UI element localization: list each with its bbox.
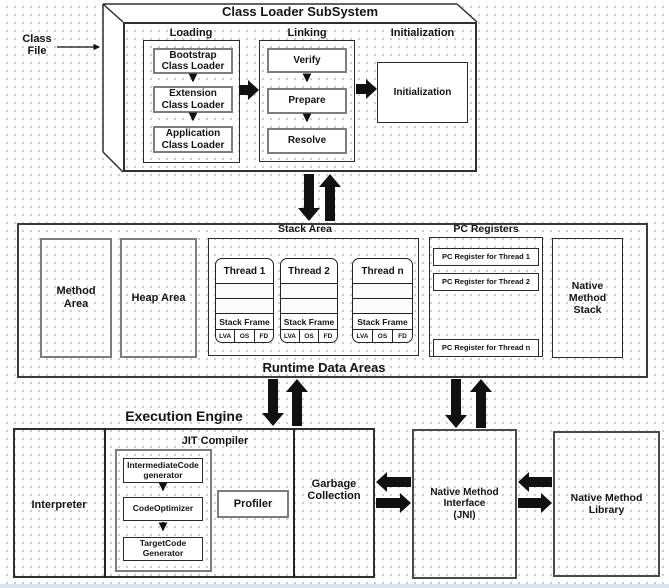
linking-label: Linking xyxy=(287,27,327,39)
thread-2-fd-cell: FD xyxy=(323,332,333,340)
jni-to-gc-left-arrow-icon xyxy=(376,472,411,492)
thread-2-title: Thread 2 xyxy=(288,265,330,277)
execution-to-runtime-up-arrow-icon xyxy=(286,379,308,426)
jit-gc-divider xyxy=(293,428,295,578)
jni-line-3: (JNI) xyxy=(453,509,476,521)
initialization-label: Initialization xyxy=(390,27,455,39)
thread-n-box: Thread n Stack Frame LVA OS FD xyxy=(352,258,413,343)
thread-2-lva-cell: LVA xyxy=(281,330,300,342)
thread-1-os-cell: OS xyxy=(235,330,255,342)
jni-line-2: Interface xyxy=(443,498,486,510)
bottom-window-edge xyxy=(0,584,669,588)
runtime-data-areas-title: Runtime Data Areas xyxy=(262,360,386,375)
thread-1-fd-cell: FD xyxy=(259,332,269,340)
garbage-collection-label: Garbage Collection xyxy=(307,478,361,503)
jni-to-nml-right-arrow-icon xyxy=(518,493,552,513)
stack-area-box xyxy=(208,238,419,356)
execution-engine-box xyxy=(13,428,375,578)
pc-register-thread-2-box: PC Register for Thread 2 xyxy=(433,273,539,291)
thread-n-slot xyxy=(353,283,412,298)
verify-box: Verify xyxy=(267,48,347,73)
thread-2-box: Thread 2 Stack Frame LVA OS FD xyxy=(280,258,338,343)
bootstrap-class-loader-box: Bootstrap Class Loader xyxy=(153,48,233,74)
thread-1-title: Thread 1 xyxy=(223,265,266,277)
pc-registers-label: PC Registers xyxy=(453,223,519,235)
profiler-box: Profiler xyxy=(217,490,289,518)
thread-1-slot xyxy=(216,298,273,313)
thread-1-stack-frame: Stack Frame xyxy=(216,313,273,329)
classloader-to-runtime-down-arrow-icon xyxy=(298,174,320,221)
resolve-box: Resolve xyxy=(267,128,347,154)
thread-1-lva-cell: LVA xyxy=(216,330,236,342)
pc-register-thread-n-box: PC Register for Thread n xyxy=(433,339,539,357)
gc-to-jni-right-arrow-icon xyxy=(376,493,411,513)
native-method-library-box: Native Method Library xyxy=(553,431,660,577)
runtime-to-classloader-up-arrow-icon xyxy=(319,174,341,221)
intermediate-code-generator-box: IntermediateCode generator xyxy=(123,458,203,483)
jit-compiler-group-box xyxy=(115,449,212,572)
thread-2-os-cell: OS xyxy=(300,330,319,342)
pc-register-thread-1-box: PC Register for Thread 1 xyxy=(433,248,539,266)
code-optimizer-box: CodeOptimizer xyxy=(123,497,203,521)
target-code-generator-box: TargetCode Generator xyxy=(123,537,203,561)
stack-area-label: Stack Area xyxy=(278,223,332,235)
extension-class-loader-box: Extension Class Loader xyxy=(153,86,233,113)
native-method-interface-box: Native Method Interface (JNI) xyxy=(412,429,517,579)
method-area-box: Method Area xyxy=(40,238,112,358)
heap-area-box: Heap Area xyxy=(120,238,197,358)
execution-engine-title: Execution Engine xyxy=(125,408,243,424)
thread-n-lva-cell: LVA xyxy=(353,330,373,342)
thread-1-box: Thread 1 Stack Frame LVA OS FD xyxy=(215,258,274,343)
jni-to-runtime-up-arrow-icon xyxy=(470,379,492,428)
class-file-label: Class File xyxy=(22,33,52,58)
application-class-loader-box: Application Class Loader xyxy=(153,126,233,153)
jit-compiler-label: JIT Compiler xyxy=(181,435,249,447)
runtime-data-areas-box xyxy=(17,223,648,378)
interpreter-jit-divider xyxy=(104,428,106,578)
native-method-stack-box: Native Method Stack xyxy=(552,238,623,358)
thread-n-title: Thread n xyxy=(361,265,404,277)
runtime-to-jni-down-arrow-icon xyxy=(445,379,467,428)
thread-n-fd-cell: FD xyxy=(398,332,407,340)
loading-label: Loading xyxy=(169,27,213,39)
jni-line-1: Native Method xyxy=(430,486,499,498)
thread-n-os-cell: OS xyxy=(373,330,393,342)
prepare-box: Prepare xyxy=(267,88,347,114)
thread-1-slot xyxy=(216,283,273,298)
thread-2-slot xyxy=(281,298,337,313)
initialization-box: Initialization xyxy=(377,62,468,123)
thread-2-slot xyxy=(281,283,337,298)
thread-2-stack-frame: Stack Frame xyxy=(281,313,337,329)
thread-n-slot xyxy=(353,298,412,313)
class-loader-title: Class Loader SubSystem xyxy=(221,4,379,19)
interpreter-label: Interpreter xyxy=(31,499,87,511)
thread-n-stack-frame: Stack Frame xyxy=(353,313,412,329)
nml-to-jni-left-arrow-icon xyxy=(518,472,552,492)
